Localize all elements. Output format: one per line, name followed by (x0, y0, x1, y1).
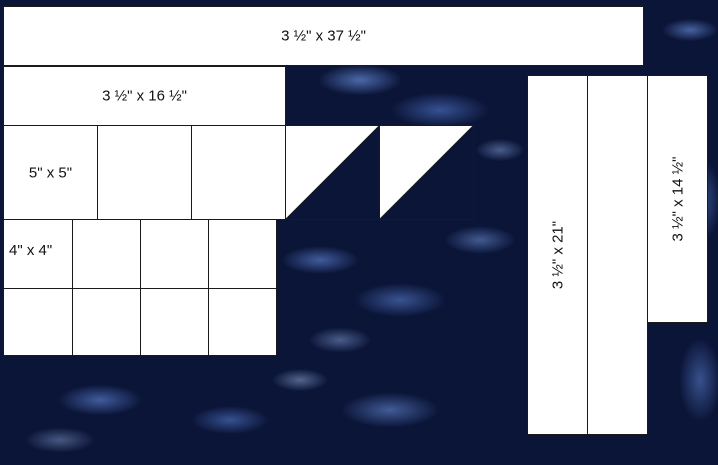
strip-37-piece: 3 ½" x 37 ½" (3, 6, 644, 66)
square-4-piece-5 (3, 288, 73, 356)
square-4-piece-6 (72, 288, 141, 356)
strip-21-piece-1: 3 ½" x 21" (527, 75, 588, 435)
square-4-piece-7 (140, 288, 209, 356)
square-5-piece-2 (97, 125, 192, 220)
strip-21-label: 3 ½" x 21" (549, 221, 566, 289)
square-4-piece-8 (208, 288, 277, 356)
strip-16-piece: 3 ½" x 16 ½" (3, 66, 286, 126)
square-5-piece-1: 5" x 5" (3, 125, 98, 220)
strip-21-piece-2 (587, 75, 648, 435)
half-square-triangle-1 (285, 125, 380, 220)
square-4-piece-3 (140, 219, 209, 289)
square-5-piece-3 (191, 125, 286, 220)
strip-14-piece: 3 ½" x 14 ½" (647, 75, 708, 323)
square-4-label: 4" x 4" (9, 242, 52, 259)
half-square-triangle-1-shape (285, 125, 380, 220)
strip-37-label: 3 ½" x 37 ½" (281, 28, 366, 45)
square-4-piece-2 (72, 219, 141, 289)
strip-16-label: 3 ½" x 16 ½" (102, 88, 187, 105)
strip-14-label: 3 ½" x 14 ½" (669, 157, 686, 242)
half-square-triangle-2-shape (379, 125, 474, 220)
square-4-piece-1: 4" x 4" (3, 219, 73, 289)
square-4-piece-4 (208, 219, 277, 289)
half-square-triangle-2 (379, 125, 474, 220)
square-5-label: 5" x 5" (29, 164, 72, 181)
